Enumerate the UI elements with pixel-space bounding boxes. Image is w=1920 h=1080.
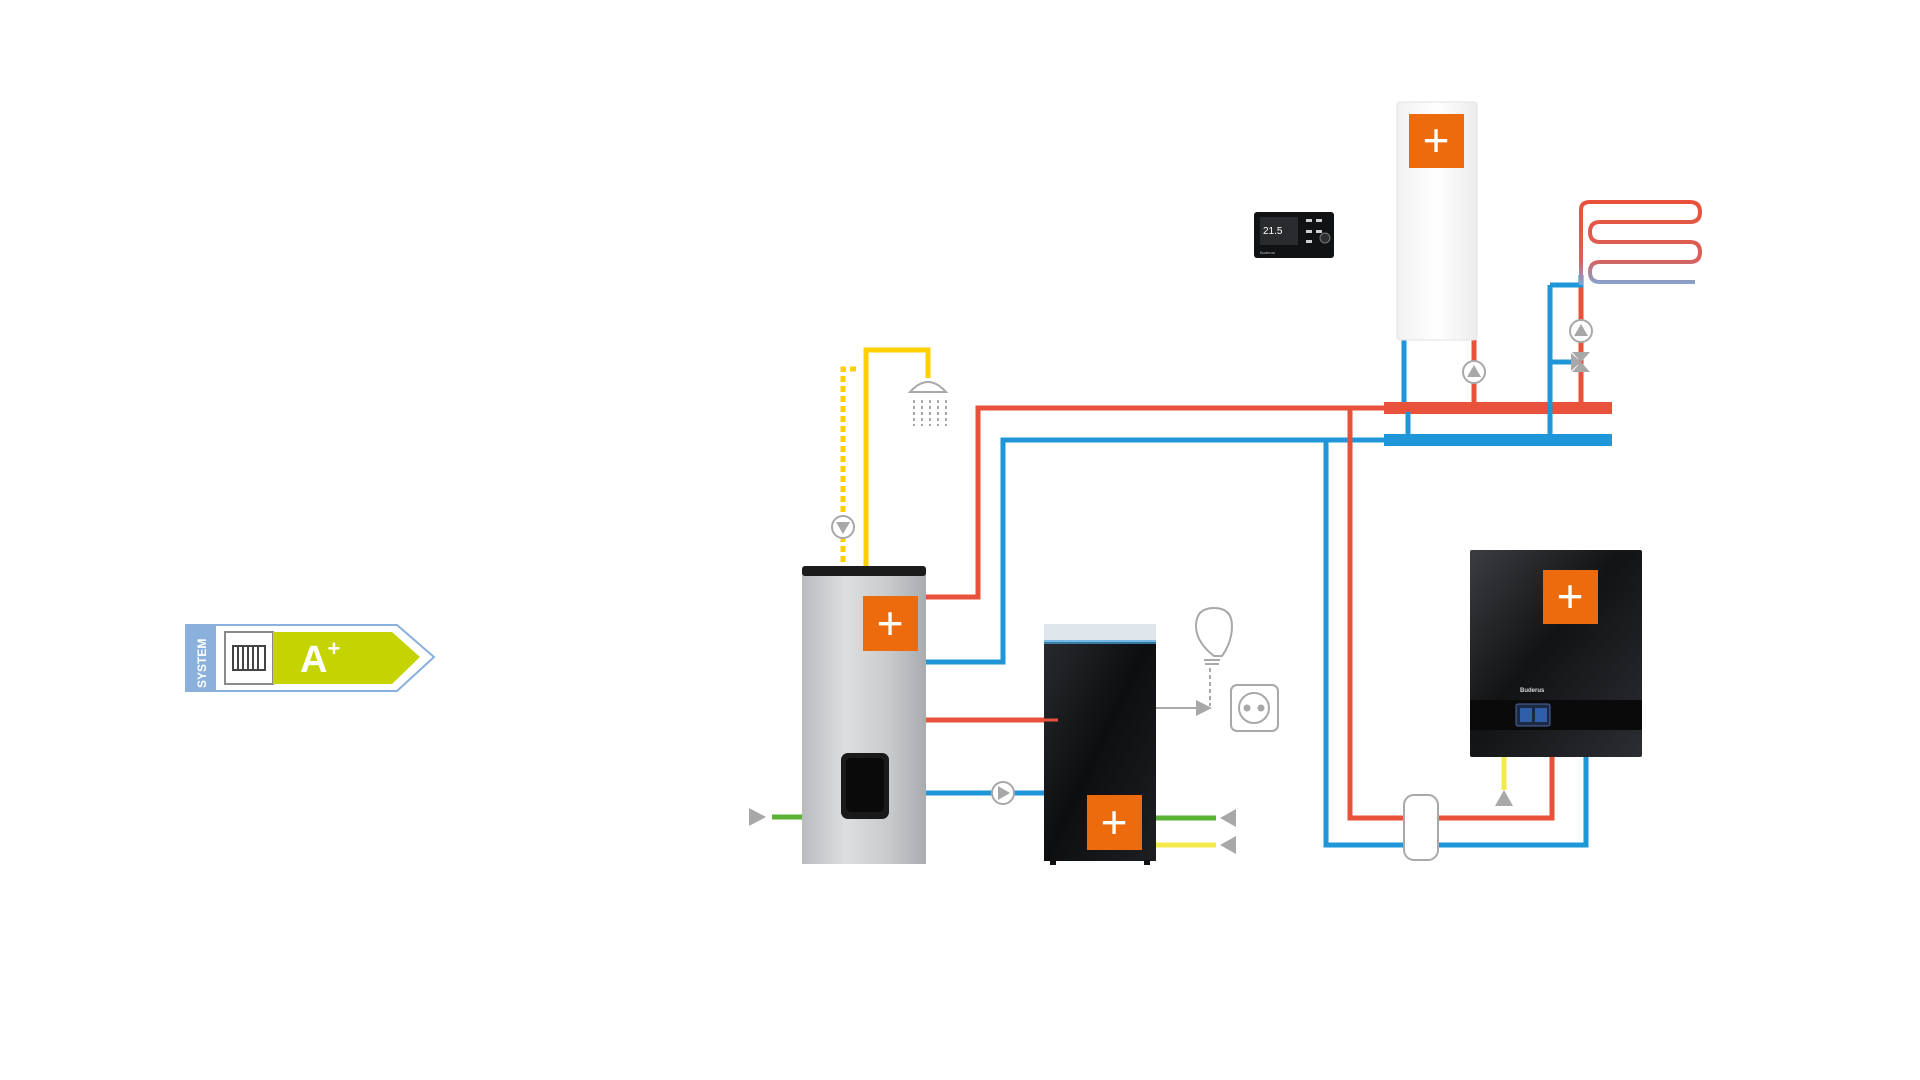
arrow-icon — [1196, 700, 1212, 716]
hotspot-heat-pump[interactable]: + — [1087, 795, 1142, 850]
arrow-icon — [1495, 790, 1513, 806]
power-socket-icon — [1230, 684, 1279, 732]
energy-label-system-text: SYSTEM — [195, 639, 209, 688]
energy-label-arrow — [273, 632, 420, 684]
return-pipe-tank — [926, 437, 1384, 665]
arrow-icon — [749, 808, 766, 826]
pipes — [772, 200, 1703, 848]
room-controller: 21.5 Buderus — [1254, 212, 1334, 258]
shower-icon — [907, 381, 949, 426]
flow-pipe-tank — [926, 405, 1384, 600]
energy-label-system-band — [186, 625, 216, 691]
hotspot-symbol: + — [1557, 570, 1584, 622]
hotspot-symbol: + — [1423, 114, 1450, 166]
hotspot-symbol: + — [1101, 796, 1128, 848]
pump-icon — [1569, 319, 1593, 343]
hydraulic-separator-icon — [1403, 794, 1439, 861]
circulation-pipe — [840, 366, 857, 572]
arrow-icon — [1220, 809, 1236, 827]
gas-boiler: Buderus — [1470, 550, 1642, 757]
pump-icon — [1462, 360, 1486, 384]
boiler-brand-text: Buderus — [1520, 688, 1545, 694]
boiler-flow-2 — [1438, 757, 1555, 821]
ufh-coil — [1579, 200, 1703, 285]
boiler-flow — [1347, 408, 1404, 821]
hotspot-symbol: + — [877, 597, 904, 649]
light-bulb-icon — [1194, 606, 1234, 665]
radiator-icon — [232, 645, 266, 671]
pump-icon — [991, 781, 1015, 805]
hotspot-gas-boiler[interactable]: + — [1543, 570, 1598, 624]
boiler-return — [1323, 440, 1404, 848]
energy-label: SYSTEM A+ — [185, 624, 436, 692]
hot-water-pipe — [863, 347, 931, 572]
mixing-valve-icon — [1571, 352, 1590, 372]
pump-icon — [831, 515, 855, 539]
energy-label-rating: A+ — [300, 636, 340, 681]
controller-display-text: 21.5 — [1263, 226, 1283, 237]
arrow-icon — [1220, 836, 1236, 854]
boiler-return-2 — [1438, 757, 1589, 848]
hotspot-radiator[interactable]: + — [1409, 114, 1464, 168]
controller-brand-text: Buderus — [1260, 250, 1275, 255]
hotspot-storage-tank[interactable]: + — [863, 596, 918, 651]
